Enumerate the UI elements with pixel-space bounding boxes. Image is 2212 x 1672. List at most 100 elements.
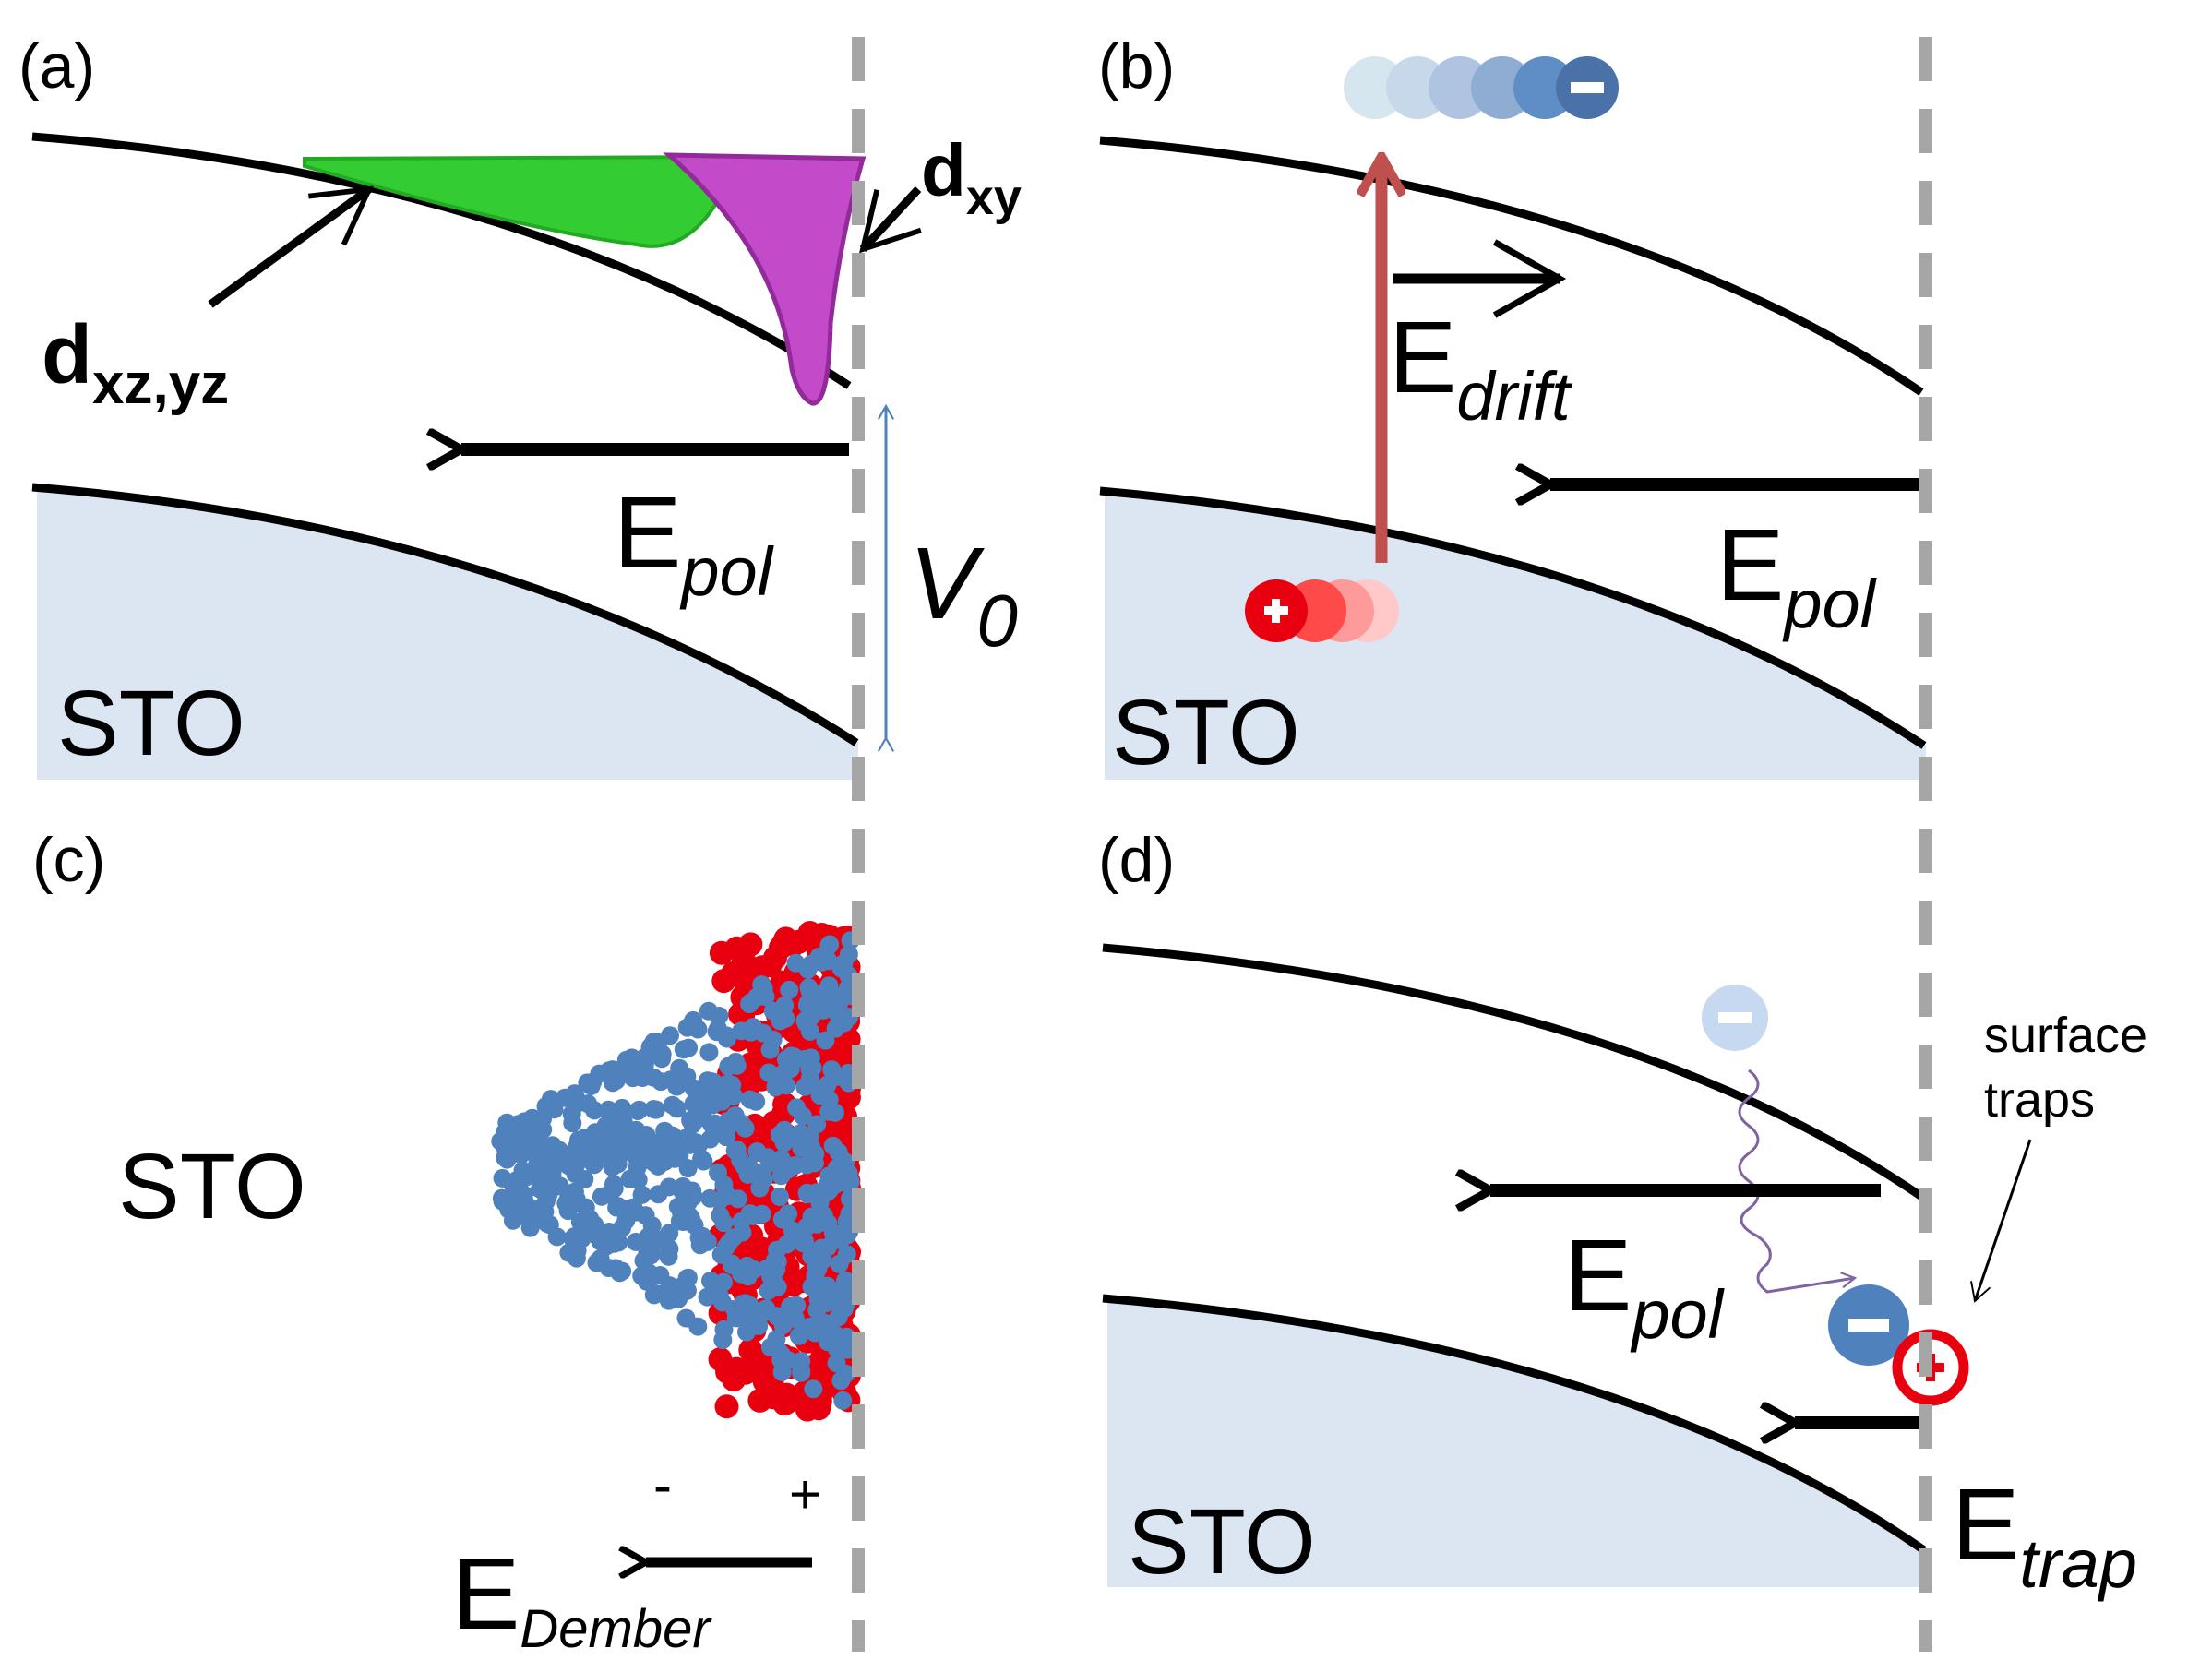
electron-dot <box>538 1214 556 1233</box>
valence-band-b <box>1099 486 1927 749</box>
electron-dot <box>789 1326 808 1345</box>
electron-dot <box>677 1018 697 1037</box>
electron-dot <box>651 1266 670 1284</box>
surface-traps-pointer <box>1970 1139 2032 1303</box>
electron-dot <box>747 1092 766 1111</box>
electron-dot <box>779 1204 798 1224</box>
conduction-band-d <box>1102 943 1929 1203</box>
carrier-cloud <box>491 921 861 1422</box>
electron-dot <box>614 1112 633 1131</box>
panel-d-label: (d) <box>1098 825 1175 895</box>
panel-d <box>1102 943 2032 1587</box>
electron-dot <box>735 1118 755 1138</box>
electron-dot <box>797 1183 817 1202</box>
electron-dot <box>642 1216 662 1236</box>
electron-dot <box>616 1211 636 1230</box>
electron-dot <box>780 980 799 999</box>
electron-dot <box>678 1159 698 1178</box>
electron-dot <box>628 1102 648 1120</box>
panel-c <box>491 921 861 1562</box>
electron-dot <box>665 1149 685 1168</box>
electron-dot <box>734 1294 753 1313</box>
valence-band-d <box>1102 1294 1927 1554</box>
electron-dot <box>804 1379 823 1399</box>
electron-dot <box>684 1079 703 1098</box>
dember-minus-sign: - <box>653 1454 672 1516</box>
electron-dot <box>834 1013 854 1033</box>
sto-region-b <box>1105 491 1926 780</box>
electron-dot <box>731 1151 750 1170</box>
sto-label-a: STO <box>57 672 245 775</box>
electron-dot <box>690 1236 710 1255</box>
electron-trapped <box>1828 1284 1909 1366</box>
panel-a-label: (a) <box>18 31 95 102</box>
electron-dot <box>714 1272 733 1292</box>
electron-dot <box>792 1352 811 1371</box>
electron-dot <box>629 1065 649 1084</box>
electron-trail <box>1344 56 1576 119</box>
electron-dot <box>771 1188 789 1206</box>
electron-dot <box>649 1033 668 1053</box>
electron-dot <box>597 1236 616 1256</box>
electron-dot <box>496 1123 514 1142</box>
electron-dot <box>714 1213 734 1233</box>
electron-dot <box>678 1268 698 1287</box>
dxzyz-pointer-arrow <box>208 185 374 308</box>
electron-dot <box>792 1139 811 1158</box>
epol-label-b: Epol <box>1716 508 1878 642</box>
electron-dot <box>637 1150 656 1169</box>
electron-dot <box>837 1245 856 1264</box>
electron-dot <box>666 1289 686 1308</box>
electron-dot <box>753 1304 772 1322</box>
dxzyz-label: dxz,yz <box>42 309 229 416</box>
electron-dot <box>819 990 838 1009</box>
electron-dot <box>817 1294 835 1313</box>
electron-dot <box>775 996 795 1015</box>
electron-dot <box>544 1100 564 1119</box>
electron-dot <box>564 1242 583 1261</box>
electron-dot <box>762 1153 782 1172</box>
valence-band-a <box>31 483 859 746</box>
electron-dot <box>775 1120 794 1140</box>
electron-dot <box>699 1043 719 1062</box>
panel-c-label: (c) <box>32 825 105 895</box>
hole-dot <box>781 1272 806 1297</box>
electron-dot <box>565 1084 584 1104</box>
electron-dot <box>762 1270 782 1289</box>
conduction-band-b <box>1099 136 1924 396</box>
electron-dot <box>823 1324 843 1344</box>
electron-dot <box>702 1115 722 1134</box>
electron-dot <box>603 1157 622 1176</box>
electron-dot <box>620 1169 640 1188</box>
electron-dot <box>663 1095 682 1115</box>
electron-dot <box>747 1142 767 1161</box>
electron-dot <box>550 1176 569 1196</box>
electron-dot <box>791 1124 810 1143</box>
electron-dot <box>599 1100 618 1119</box>
panel-b <box>1099 56 1929 780</box>
electron-dot <box>805 1153 824 1173</box>
electron-dot <box>704 1073 723 1093</box>
electron-dot <box>719 1074 737 1093</box>
electron-dot <box>579 1094 598 1114</box>
electron-dot <box>829 1142 848 1162</box>
electron-dot <box>783 1221 802 1240</box>
hole-dot <box>738 1358 763 1382</box>
electron-dot <box>770 1067 789 1085</box>
electron-dot <box>785 1156 805 1175</box>
panel-b-label: (b) <box>1098 31 1175 102</box>
electron-dot <box>819 1090 839 1109</box>
electron-dot <box>606 1259 626 1278</box>
electron-dot <box>684 1094 703 1114</box>
dxy-label: dxy <box>921 129 1022 225</box>
hole-dot <box>760 1385 785 1410</box>
electron-dot <box>798 960 818 979</box>
electron-dot <box>719 1057 738 1076</box>
v0-label: V0 <box>909 527 1018 662</box>
electron-dot <box>613 1098 632 1117</box>
electron-dot <box>832 1165 852 1185</box>
electron-dot <box>565 1227 584 1246</box>
electron-dot <box>660 1224 679 1243</box>
electron-dot <box>703 1095 723 1115</box>
